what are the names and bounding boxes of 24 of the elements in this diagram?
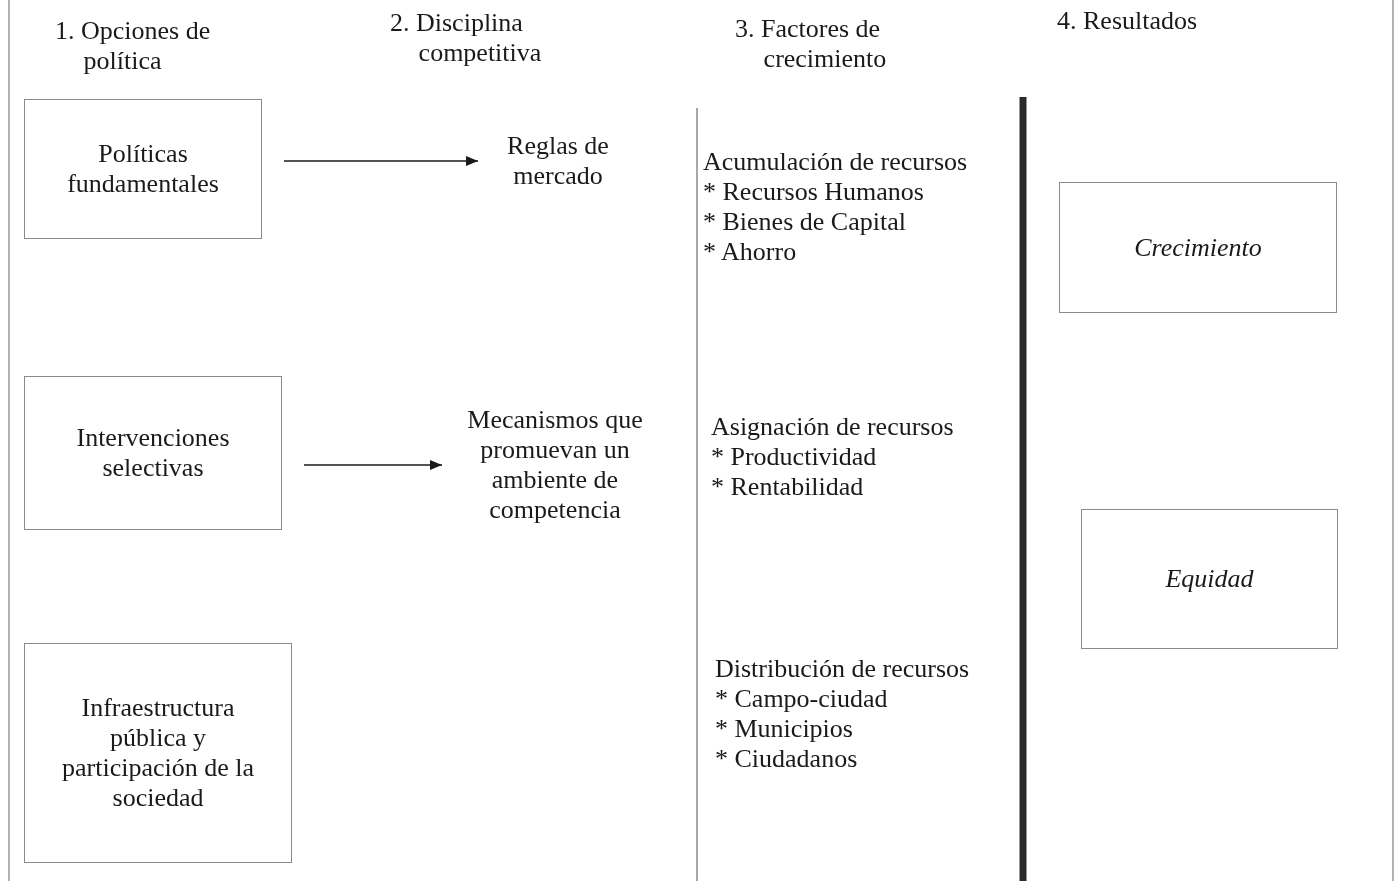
policy-box: Infraestructura pública y participación de la sociedad <box>24 643 292 863</box>
arrow <box>303 460 443 470</box>
node-text: Reglas de mercado <box>478 125 638 197</box>
factor-text: Distribución de recursos <box>715 654 970 684</box>
factor-text: Acumulación de recursos <box>703 147 968 177</box>
factor-text: * Recursos Humanos <box>703 177 924 207</box>
factor-text: * Rentabilidad <box>711 472 864 502</box>
factor-text: * Productividad <box>711 442 877 472</box>
column-heading: 1. Opciones de política <box>55 16 212 76</box>
policy-box: Políticas fundamentales <box>24 99 262 239</box>
factor-text: * Bienes de Capital <box>703 207 906 237</box>
result-box: Crecimiento <box>1059 182 1337 313</box>
factor-text: * Ciudadanos <box>715 744 858 774</box>
factor-text: * Ahorro <box>703 237 797 267</box>
arrow <box>283 156 479 166</box>
policy-box: Intervenciones selectivas <box>24 376 282 530</box>
column-heading: 3. Factores de crecimiento <box>735 14 888 74</box>
factor-text: Asignación de recursos <box>711 412 954 442</box>
factor-text: * Campo-ciudad <box>715 684 888 714</box>
column-heading: 2. Disciplina competitiva <box>390 8 543 68</box>
factor-text: * Municipios <box>715 714 853 744</box>
node-text: Mecanismos que promuevan un ambiente de competencia <box>442 400 668 530</box>
column-heading: 4. Resultados <box>1057 6 1199 36</box>
result-box: Equidad <box>1081 509 1338 649</box>
